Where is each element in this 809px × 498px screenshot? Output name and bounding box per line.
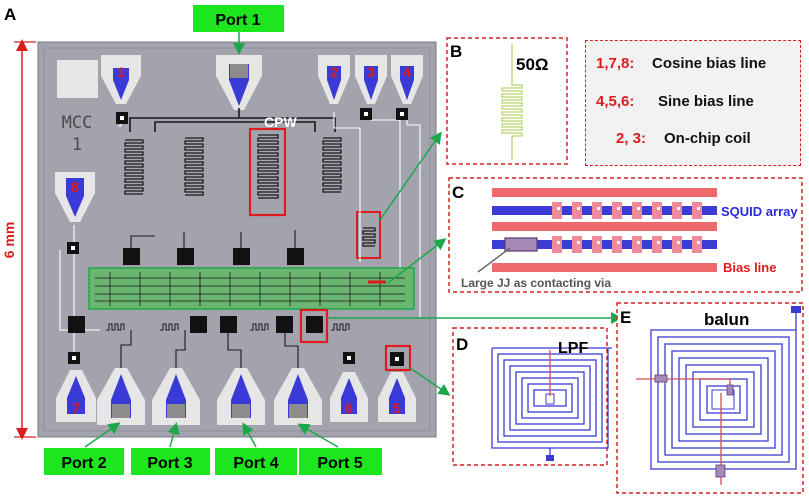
panel-e-terminal: [791, 306, 801, 313]
port-5-label: Port 5: [299, 448, 382, 475]
pad-port2: [97, 368, 145, 425]
panel-c-large-jj: [504, 237, 538, 252]
svg-text:Port 4: Port 4: [233, 455, 278, 472]
resonator-highlight: [248, 127, 287, 217]
svg-text:7: 7: [72, 400, 80, 416]
svg-text:Port 1: Port 1: [215, 12, 260, 29]
panel-e-port-left: [654, 374, 668, 383]
panel-e-balun-label: balun: [704, 310, 749, 329]
legend-key-cosine: 1,7,8:: [596, 55, 635, 72]
chip-label-line2: 1: [72, 135, 82, 155]
lpf-highlight: [299, 308, 329, 344]
panel-b-frame: [446, 37, 568, 165]
panel-e-frame: [616, 302, 804, 494]
svg-text:5: 5: [393, 400, 401, 416]
pad-port3: [152, 368, 200, 425]
svg-text:1: 1: [117, 64, 125, 80]
panel-e-port-bottom: [715, 464, 726, 478]
chip-label-line1: MCC: [62, 113, 93, 133]
pad-2: 2: [318, 55, 350, 104]
svg-text:3: 3: [367, 64, 375, 80]
panel-c-squid-arrays: [492, 202, 717, 253]
scale-label: 6 mm: [1, 222, 17, 259]
panel-c-bias-label: Bias line: [723, 260, 776, 275]
legend-key-coil: 2, 3:: [616, 130, 647, 147]
pad-1: 1: [101, 55, 141, 104]
svg-text:Port 5: Port 5: [317, 455, 362, 472]
panel-label-b: B: [450, 42, 462, 61]
panel-c-squid-label: SQUID array: [721, 204, 798, 219]
port-2-label: Port 2: [44, 448, 124, 475]
cpw-feedline: [129, 108, 336, 132]
panel-d-terminal: [546, 455, 554, 461]
panel-d-lpf-label: LPF: [558, 340, 588, 357]
cpw-label: CPW: [264, 114, 297, 130]
panel-c-jj-label: Large JJ as contacting via: [461, 276, 611, 290]
squid-strip: [88, 267, 415, 310]
pad-3: 3: [355, 55, 387, 104]
port-arrows: [84, 422, 339, 448]
bottom-coils: [106, 323, 350, 331]
squid-strip-detail: [95, 272, 405, 306]
panel-label-d: D: [456, 335, 468, 354]
panel-c-bias-lines: [492, 188, 717, 272]
pad-8: 8: [55, 172, 95, 222]
port-4-label: Port 4: [215, 448, 297, 475]
pad-7: 7: [56, 370, 96, 422]
svg-text:Port 2: Port 2: [61, 455, 106, 472]
legend-text-coil: On-chip coil: [664, 130, 751, 147]
meander-resonators: [124, 134, 376, 247]
chip-label-plate: [57, 60, 98, 98]
pad-port4: [217, 368, 265, 425]
balun-highlight: [384, 344, 412, 372]
svg-text:2: 2: [330, 64, 338, 80]
pad-4: 4: [391, 55, 423, 104]
callout-arrows: [327, 131, 623, 396]
panel-e-spiral: [650, 310, 797, 470]
panel-label-c: C: [452, 183, 464, 202]
svg-text:6: 6: [345, 400, 353, 416]
panel-b-impedance: 50Ω: [516, 55, 549, 74]
panel-b-resonator: [501, 44, 523, 160]
panel-label-e: E: [620, 308, 631, 327]
panel-e-center-contact: [726, 384, 734, 396]
legend-key-sine: 4,5,6:: [596, 93, 635, 110]
legend-text-sine: Sine bias line: [658, 93, 754, 110]
port-1-label: Port 1: [193, 5, 284, 32]
legend-text-cosine: Cosine bias line: [652, 55, 767, 72]
pad-port5: [274, 368, 322, 425]
svg-text:8: 8: [71, 179, 79, 195]
panel-c-jj-pointer: [477, 247, 511, 273]
contact-pads: [67, 108, 408, 366]
panel-label-a: A: [4, 5, 16, 24]
svg-text:Port 3: Port 3: [147, 455, 192, 472]
filter-highlight: [356, 211, 381, 259]
svg-text:4: 4: [403, 64, 411, 80]
small-contacts: [71, 112, 404, 361]
pad-6: 6: [330, 372, 368, 422]
pad-port1: [216, 55, 262, 110]
pad-5: 5: [378, 372, 416, 422]
legend-panel: 1,7,8: Cosine bias line 4,5,6: Sine bias…: [585, 40, 801, 166]
port-3-label: Port 3: [131, 448, 210, 475]
